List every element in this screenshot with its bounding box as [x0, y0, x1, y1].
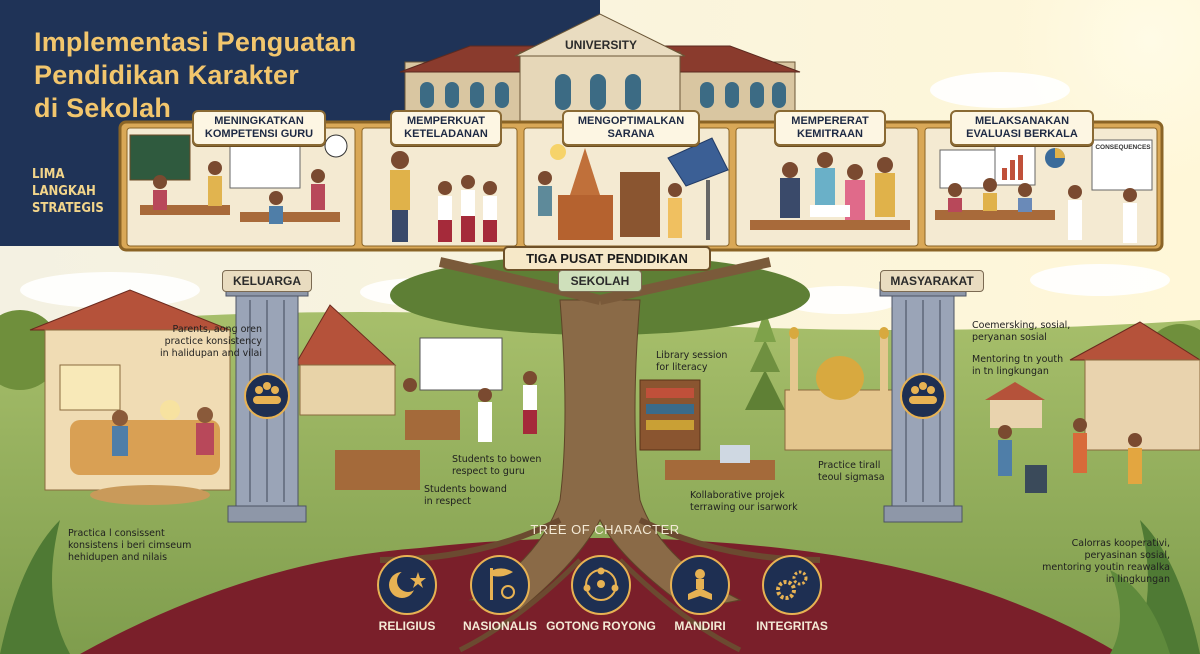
consequences-sign: CONSEQUENCES	[1095, 144, 1151, 151]
flag-gear-icon	[470, 555, 530, 615]
title-line: di Sekolah	[34, 93, 172, 123]
note-line: respect to guru	[452, 466, 525, 477]
scene-evaluation	[935, 139, 1153, 243]
note-community-bottom: Calorras kooperativi, peryasinan sosial,…	[1010, 538, 1170, 586]
note-mentoring: Mentoring tn youth in tn lingkungan	[972, 354, 1092, 378]
note-line: Mentoring tn youth	[972, 354, 1064, 365]
community-house	[985, 321, 1200, 493]
people-group-icon	[253, 382, 937, 404]
subtitle-line: LANGKAH	[32, 184, 96, 199]
note-students-bowand: Students bowand in respect	[424, 484, 534, 508]
note-line: teoul sigmasa	[818, 472, 885, 483]
note-line: hehidupen and nilais	[68, 552, 168, 563]
value-label-mandiri: MANDIRI	[674, 619, 726, 633]
three-centers-banner: TIGA PUSAT PENDIDIKAN	[503, 246, 711, 271]
step-1-label: MENINGKATKAN KOMPETENSI GURU	[192, 110, 326, 146]
value-label-nasionalis: NASIONALIS	[462, 619, 537, 633]
step-4-label: MEMPERERAT KEMITRAAN	[774, 110, 886, 146]
pillar-masyarakat	[879, 281, 967, 523]
note-line: peryasinan sosial,	[1084, 550, 1170, 561]
note-line: Calorras kooperativi,	[1071, 538, 1170, 549]
note-line: in respect	[424, 496, 471, 507]
note-line: Kollaborative projek	[690, 490, 785, 501]
note-line: Coemersking, sosial,	[972, 320, 1071, 331]
step-label-line: KEMITRAAN	[797, 128, 863, 140]
pillar-label-sekolah: SEKOLAH	[558, 270, 642, 292]
note-line: in tn lingkungan	[972, 366, 1049, 377]
scene-role-model	[390, 151, 497, 242]
step-5-label: MELAKSANAKAN EVALUASI BERKALA	[950, 110, 1094, 146]
scene-facilities	[538, 137, 729, 240]
note-line: konsistens i beri cimseum	[68, 540, 192, 551]
section-subtitle: LIMA LANGKAH STRATEGIS	[32, 166, 142, 217]
subtitle-line: LIMA	[32, 167, 65, 182]
value-label-integritas: INTEGRITAS	[756, 619, 828, 633]
step-label-line: KETELADANAN	[404, 128, 488, 140]
note-line: in lingkungan	[1105, 574, 1170, 585]
title-line: Implementasi Penguatan	[34, 27, 357, 57]
plants	[0, 520, 1200, 654]
note-community-top: Coemersking, sosial, peryanan sosial	[972, 320, 1092, 344]
note-library: Library session for literacy	[656, 350, 756, 374]
note-students-respect: Students to bowen respect to guru	[452, 454, 562, 478]
note-line: mentoring youtin reawalka	[1042, 562, 1170, 573]
scene-teacher-training	[129, 134, 348, 224]
step-label-line: MENGOPTIMALKAN	[577, 115, 685, 127]
tree-of-character-trunk	[379, 255, 821, 653]
note-practice: Practice tirall teoul sigmasa	[818, 460, 898, 484]
note-line: Practica l consissent	[68, 528, 165, 539]
note-line: peryanan sosial	[972, 332, 1047, 343]
note-line: Parents, aong oren	[172, 324, 262, 335]
note-line: practice konsistency	[164, 336, 262, 347]
step-label-line: EVALUASI BERKALA	[966, 128, 1078, 140]
value-icon-circles	[377, 555, 822, 615]
note-line: Practice tirall	[818, 460, 881, 471]
step-label-line: MELAKSANAKAN	[974, 115, 1070, 127]
step-3-label: MENGOPTIMALKAN SARANA	[562, 110, 700, 146]
note-line: in halidupan and vilai	[160, 348, 262, 359]
pillar-label-keluarga: KELUARGA	[222, 270, 312, 292]
title-line: Pendidikan Karakter	[34, 60, 299, 90]
note-line: for literacy	[656, 362, 708, 373]
step-label-line: MENINGKATKAN	[214, 115, 304, 127]
step-2-label: MEMPERKUAT KETELADANAN	[390, 110, 502, 146]
step-label-line: KOMPETENSI GURU	[204, 128, 314, 140]
university-label: UNIVERSITY	[564, 38, 637, 52]
note-line: Students to bowen	[452, 454, 542, 465]
family-house	[29, 289, 231, 505]
library-mosque	[639, 327, 896, 480]
note-line: Library session	[656, 350, 728, 361]
value-label-gotong-royong: GOTONG ROYONG	[546, 619, 656, 633]
school-house	[294, 304, 537, 490]
step-label-line: MEMPERERAT	[791, 115, 869, 127]
step-label-line: SARANA	[607, 128, 655, 140]
note-family-bottom: Practica l consissent konsistens i beri …	[68, 528, 228, 564]
note-line: Students bowand	[424, 484, 507, 495]
gears-icon	[762, 555, 822, 615]
value-label-religius: RELIGIUS	[378, 619, 436, 633]
note-line: terrawing our isarwork	[690, 502, 798, 513]
step-label-line: MEMPERKUAT	[406, 115, 485, 127]
scene-partnership	[750, 152, 910, 230]
page-title: Implementasi Penguatan Pendidikan Karakt…	[34, 26, 394, 125]
pillar-label-masyarakat: MASYARAKAT	[880, 270, 984, 292]
note-kollab: Kollaborative projek terrawing our isarw…	[690, 490, 820, 514]
note-family-top: Parents, aong oren practice konsistency …	[150, 324, 262, 360]
tree-title: TREE OF CHARACTER	[530, 522, 680, 537]
subtitle-line: STRATEGIS	[32, 201, 104, 216]
